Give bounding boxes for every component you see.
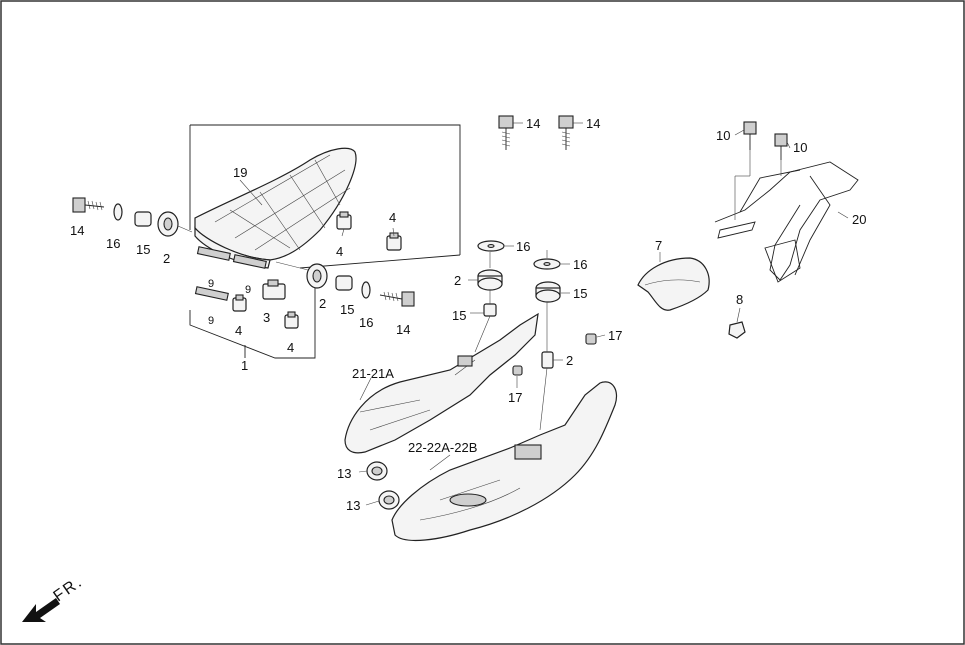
callout-7: 7 <box>655 238 662 253</box>
pad-part-9a[interactable] <box>196 246 231 261</box>
grommet-part-13a[interactable] <box>366 461 388 481</box>
grommet-part-13b[interactable] <box>378 490 400 510</box>
rubber-part-2a[interactable] <box>157 211 179 237</box>
callout-16b: 16 <box>359 315 373 330</box>
rubber-part-2c[interactable] <box>477 269 503 291</box>
clip-part-17b[interactable] <box>512 365 523 376</box>
callout-2c: 2 <box>454 273 461 288</box>
clip-part-3[interactable] <box>262 279 286 300</box>
callout-16c: 16 <box>516 239 530 254</box>
callout-4d: 4 <box>287 340 294 355</box>
cushion-part-4a[interactable] <box>336 211 352 230</box>
callout-17a: 17 <box>608 328 622 343</box>
collar-part-2d[interactable] <box>541 351 554 369</box>
callout-15d: 15 <box>573 286 587 301</box>
callout-22-22A-22B: 22-22A-22B <box>408 440 477 455</box>
callout-14d: 14 <box>586 116 600 131</box>
callout-14a: 14 <box>70 223 84 238</box>
callout-3: 3 <box>263 310 270 325</box>
front-direction-label: FR. <box>51 573 87 605</box>
rubber-part-2b[interactable] <box>306 263 328 289</box>
callout-2b: 2 <box>319 296 326 311</box>
bolt-part-14a[interactable] <box>72 197 105 213</box>
bolt-part-10b[interactable] <box>774 133 788 160</box>
callout-4c: 4 <box>235 323 242 338</box>
callout-9b: 9 <box>245 284 251 296</box>
callout-2d: 2 <box>566 353 573 368</box>
callout-17b: 17 <box>508 390 522 405</box>
collar-part-15a[interactable] <box>134 211 152 227</box>
seat-assembly-bracket <box>189 124 461 359</box>
tail-cover-part-7[interactable] <box>637 257 710 311</box>
callout-15c: 15 <box>452 308 466 323</box>
collar-part-15b[interactable] <box>335 275 353 291</box>
front-direction-arrow-icon <box>22 598 60 622</box>
callout-15b: 15 <box>340 302 354 317</box>
callout-4a: 4 <box>336 244 343 259</box>
callout-16a: 16 <box>106 236 120 251</box>
clip-part-17a[interactable] <box>585 333 597 345</box>
leader-lines <box>239 122 849 506</box>
callout-14c: 14 <box>526 116 540 131</box>
pad-part-9c[interactable] <box>194 286 229 301</box>
callout-16d: 16 <box>573 257 587 272</box>
cushion-part-4d[interactable] <box>284 311 299 329</box>
callout-1: 1 <box>241 358 248 373</box>
washer-part-16a[interactable] <box>113 203 123 221</box>
callout-21-21A: 21-21A <box>352 366 394 381</box>
seat-part[interactable] <box>194 147 357 269</box>
callout-14b: 14 <box>396 322 410 337</box>
callout-13b: 13 <box>346 498 360 513</box>
callout-10a: 10 <box>716 128 730 143</box>
callout-9a: 9 <box>208 278 214 290</box>
cushion-part-4c[interactable] <box>232 294 247 312</box>
callout-4b: 4 <box>389 210 396 225</box>
rubber-part-15d[interactable] <box>535 281 561 303</box>
bolt-part-14c[interactable] <box>498 115 514 150</box>
callout-8: 8 <box>736 292 743 307</box>
bolt-part-14b[interactable] <box>379 291 415 307</box>
callout-20: 20 <box>852 212 866 227</box>
nut-part-8[interactable] <box>728 321 746 339</box>
callout-10b: 10 <box>793 140 807 155</box>
callout-13a: 13 <box>337 466 351 481</box>
callout-15a: 15 <box>136 242 150 257</box>
rear-carrier-part-20[interactable] <box>714 161 859 283</box>
washer-part-16d[interactable] <box>533 258 561 270</box>
callout-19: 19 <box>233 165 247 180</box>
callout-9c: 9 <box>208 315 214 327</box>
callout-2a: 2 <box>163 251 170 266</box>
bolt-part-14d[interactable] <box>558 115 574 150</box>
side-cover-part-22[interactable] <box>391 381 618 542</box>
pad-part-9b[interactable] <box>232 254 267 269</box>
washer-part-16b[interactable] <box>361 281 371 299</box>
bolt-part-10a[interactable] <box>743 121 757 150</box>
collar-part-15c[interactable] <box>483 303 497 317</box>
side-cover-part-21[interactable] <box>344 312 539 454</box>
washer-part-16c[interactable] <box>477 240 505 252</box>
